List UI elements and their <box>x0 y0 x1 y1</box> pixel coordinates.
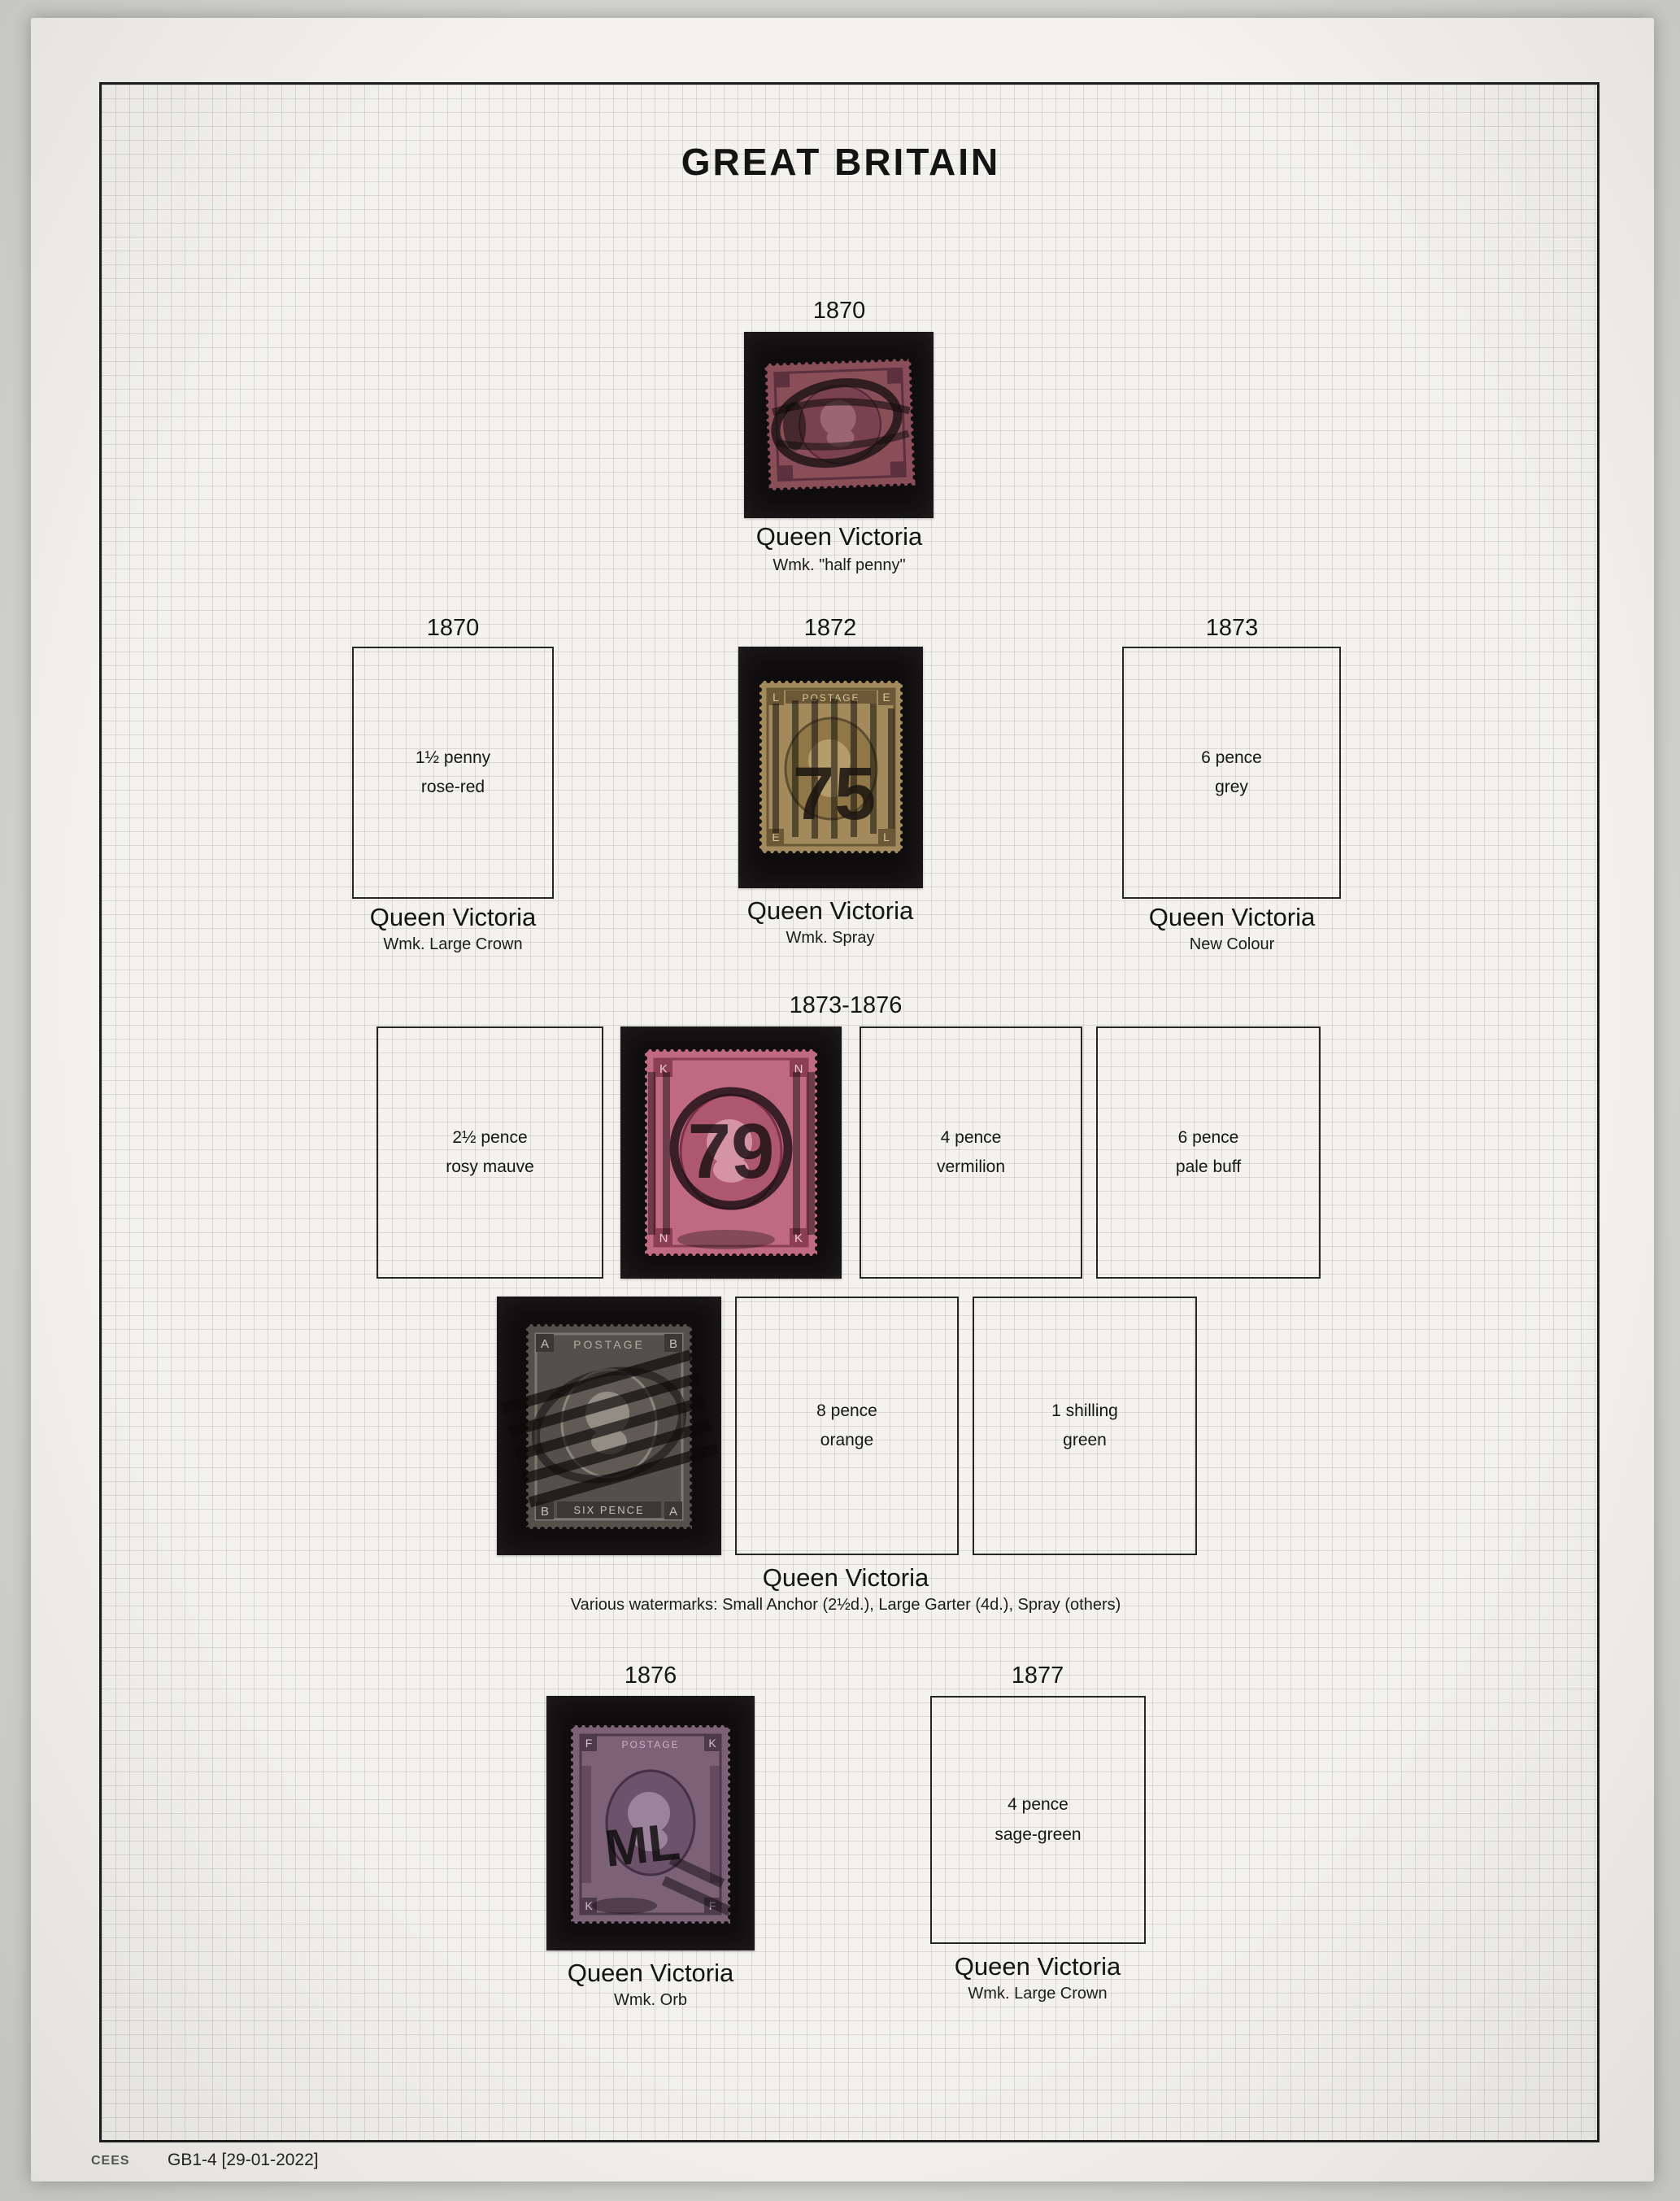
corner-letter-br: A <box>669 1505 677 1519</box>
corner-letter-bl: E <box>772 830 779 843</box>
slot-colour: rose-red <box>420 778 485 796</box>
stamp-banner-text: POSTAGE <box>621 1739 679 1750</box>
empty-slot-4p-sage-green: 4 pence sage-green <box>930 1696 1146 1944</box>
corner-letter-tl: A <box>541 1337 549 1351</box>
slot-value: 6 pence <box>1201 747 1262 767</box>
corner-letter-br: K <box>794 1231 803 1245</box>
caption-queen-victoria-r5a: Queen Victoria <box>567 1959 734 1987</box>
publisher-logo: CEES <box>91 2154 130 2168</box>
slot-value: 1½ penny <box>415 747 491 767</box>
stamp-2halfpence-mauve-image: POSTAGE F K K F ML <box>568 1723 733 1926</box>
slot-colour: orange <box>820 1431 874 1449</box>
slot-value: 6 pence <box>1177 1127 1239 1147</box>
corner-letter-tr: N <box>794 1062 803 1076</box>
slot-value: 2½ pence <box>452 1127 528 1147</box>
stamp-mount-2halfp-rosy: K N N K 79 <box>620 1026 842 1279</box>
corner-letter-tl: K <box>659 1062 668 1076</box>
cancel-letters-ml: ML <box>602 1811 682 1877</box>
slot-colour: pale buff <box>1175 1157 1242 1176</box>
year-label-1872: 1872 <box>803 615 857 641</box>
stamp-mount-2halfp-1876: POSTAGE F K K F ML <box>546 1696 755 1950</box>
stamp-mount-sixpence-1872: POSTAGE L E E L 75 <box>738 647 923 888</box>
corner-letter-bl: B <box>541 1505 549 1519</box>
year-label-1873-1876: 1873-1876 <box>789 992 903 1018</box>
stamp-duty-text: SIX PENCE <box>573 1504 644 1516</box>
page-reference: GB1-4 [29-01-2022] <box>168 2151 319 2169</box>
corner-letter-tr: E <box>882 691 890 704</box>
corner-letter-tl: F <box>585 1737 593 1750</box>
corner-letter-bl: K <box>585 1899 593 1912</box>
stamp-sixpence-grey-image: POSTAGE A B B A SIX PENCE <box>501 1322 719 1532</box>
page-title: GREAT BRITAIN <box>681 141 1001 183</box>
empty-slot-4p-vermilion: 4 pence vermilion <box>860 1026 1082 1279</box>
stamp-sixpence-buff-image: POSTAGE L E E L 75 <box>757 678 905 856</box>
watermark-note-r3: Various watermarks: Small Anchor (2½d.),… <box>570 1596 1121 1614</box>
empty-slot-8p-orange: 8 pence orange <box>735 1297 959 1555</box>
stamp-banner-text: POSTAGE <box>573 1338 645 1351</box>
empty-slot-1s-green: 1 shilling green <box>973 1297 1197 1555</box>
slot-value: 1 shilling <box>1051 1401 1118 1420</box>
stamp-mount-sixpence-grey: POSTAGE A B B A SIX PENCE <box>497 1297 721 1555</box>
stamp-halfpenny-rose-red-image <box>762 355 918 493</box>
watermark-note-r2c: New Colour <box>1189 935 1275 953</box>
year-label-1870-halfpenny: 1870 <box>812 298 866 324</box>
caption-queen-victoria-r2c: Queen Victoria <box>1148 903 1316 931</box>
caption-queen-victoria-r5b: Queen Victoria <box>954 1952 1121 1981</box>
year-label-1870-rose: 1870 <box>426 615 480 641</box>
caption-queen-victoria-r2a: Queen Victoria <box>369 903 537 931</box>
empty-slot-6p-pale-buff: 6 pence pale buff <box>1096 1026 1321 1279</box>
watermark-note-r5a: Wmk. Orb <box>614 1991 687 2009</box>
slot-value: 4 pence <box>940 1127 1002 1147</box>
stamp-mount-halfpenny-1870 <box>744 332 934 518</box>
year-label-1873: 1873 <box>1205 615 1259 641</box>
caption-queen-victoria-r1: Queen Victoria <box>755 522 923 551</box>
corner-letter-tr: K <box>708 1737 716 1750</box>
watermark-note-r1: Wmk. "half penny" <box>773 556 906 574</box>
watermark-note-r5b: Wmk. Large Crown <box>968 1985 1108 2003</box>
caption-queen-victoria-r2b: Queen Victoria <box>746 896 914 925</box>
watermark-note-r2a: Wmk. Large Crown <box>383 935 523 953</box>
cancel-number-79: 79 <box>688 1108 775 1195</box>
year-label-1876: 1876 <box>624 1663 677 1689</box>
corner-letter-bl: N <box>659 1231 668 1245</box>
year-label-1877: 1877 <box>1011 1663 1064 1689</box>
watermark-note-r2b: Wmk. Spray <box>786 929 875 947</box>
corner-letter-tl: L <box>773 691 779 704</box>
cancel-number-75: 75 <box>793 752 876 835</box>
caption-queen-victoria-r3: Queen Victoria <box>762 1563 929 1592</box>
slot-colour: green <box>1063 1431 1107 1449</box>
corner-letter-tr: B <box>669 1337 677 1351</box>
slot-colour: vermilion <box>936 1157 1006 1176</box>
empty-slot-6p-grey: 6 pence grey <box>1122 647 1341 899</box>
slot-colour: sage-green <box>995 1824 1082 1844</box>
slot-colour: rosy mauve <box>446 1157 534 1176</box>
slot-value: 4 pence <box>1008 1795 1068 1815</box>
slot-colour: grey <box>1215 778 1248 796</box>
empty-slot-1870-rose-red: 1½ penny rose-red <box>352 647 554 899</box>
empty-slot-2halfp-rosy-mauve: 2½ pence rosy mauve <box>376 1026 603 1279</box>
stamp-2halfpence-rosy-mauve-image: K N N K 79 <box>642 1047 820 1258</box>
corner-letter-br: L <box>883 830 890 843</box>
slot-value: 8 pence <box>816 1401 877 1420</box>
